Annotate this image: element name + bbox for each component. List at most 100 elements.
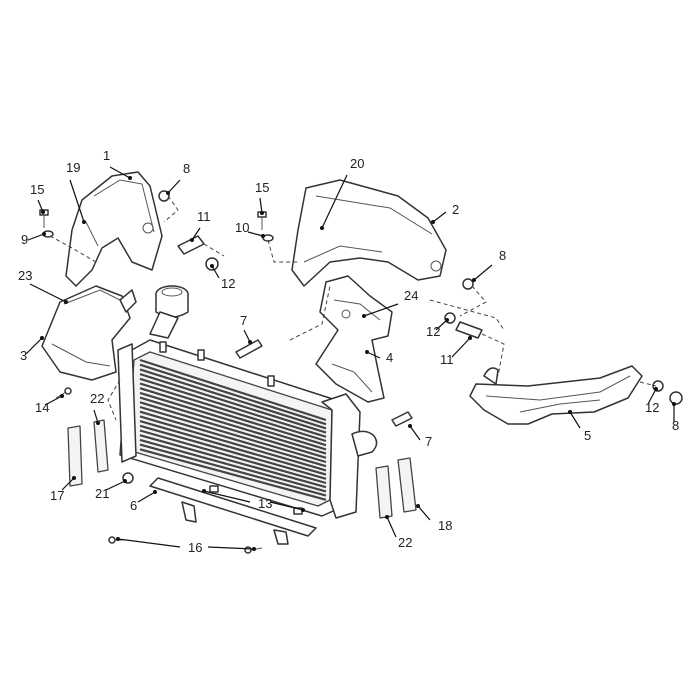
leader-line: [269, 501, 304, 511]
leader-line: [432, 211, 447, 223]
leader-line: [435, 319, 448, 331]
callout-number: 3: [20, 348, 27, 363]
callout-number: 15: [255, 180, 269, 195]
leader-dot: [40, 336, 44, 340]
radiator-fin: [139, 429, 327, 485]
radiator-fin: [139, 415, 327, 472]
leader-line: [207, 546, 255, 550]
radiator-fin: [139, 438, 327, 493]
foam-strip-17: [67, 425, 83, 487]
leader-dot: [248, 340, 252, 344]
callout-c12a: 12: [210, 264, 235, 291]
callout-c4: 4: [365, 350, 393, 365]
leader-dot: [408, 424, 412, 428]
leader-dot: [365, 350, 369, 354]
leader-line: [203, 490, 251, 503]
leader-dot: [672, 402, 676, 406]
fasteners: [39, 190, 683, 554]
lower-center-shroud: [315, 275, 393, 403]
leader-dot: [128, 176, 132, 180]
leader-dot: [472, 278, 476, 282]
leader-line: [137, 491, 156, 503]
assembly-lines: [49, 195, 657, 421]
upper-left-shroud: [65, 171, 163, 287]
callout-number: 22: [90, 391, 104, 406]
callout-number: 4: [386, 350, 393, 365]
leader-dot: [210, 264, 214, 268]
foam-strip-18: [397, 457, 417, 513]
callout-number: 12: [426, 324, 440, 339]
leader-dot: [166, 191, 170, 195]
radiator-fin: [139, 373, 327, 434]
radiator-fin: [139, 358, 327, 422]
callout-number: 16: [188, 540, 202, 555]
leader-line: [473, 264, 493, 281]
callout-number: 10: [235, 220, 249, 235]
leader-line: [647, 388, 657, 405]
radiator-fin: [139, 368, 327, 430]
callout-c6: 6: [130, 490, 157, 513]
leader-dot: [252, 547, 256, 551]
callout-c22a: 22: [90, 391, 104, 425]
leader-line: [243, 329, 251, 343]
leader-dot: [260, 211, 264, 215]
leader-dot: [445, 318, 449, 322]
callout-number: 12: [645, 400, 659, 415]
callout-number: 8: [672, 418, 679, 433]
callout-c21: 21: [95, 479, 127, 501]
callout-number: 9: [21, 232, 28, 247]
leader-dot: [654, 387, 658, 391]
leader-line: [69, 179, 85, 223]
callout-number: 23: [18, 268, 32, 283]
radiator-fin: [139, 405, 327, 464]
leader-line: [61, 477, 75, 491]
radiator-fin: [139, 387, 327, 447]
leader-line: [117, 538, 181, 548]
radiator-fin: [139, 363, 327, 426]
leader-line: [451, 337, 471, 358]
callout-number: 7: [240, 313, 247, 328]
callout-c12b: 12: [426, 318, 449, 339]
radiator-fin: [139, 401, 327, 459]
leader-line: [211, 265, 220, 279]
leader-line: [366, 351, 381, 359]
leader-line: [417, 505, 431, 521]
callout-number: 21: [95, 486, 109, 501]
callout-number: 7: [425, 434, 432, 449]
callout-c8b: 8: [472, 248, 506, 282]
leader-dot: [431, 220, 435, 224]
callout-c15b: 15: [255, 180, 269, 215]
callout-c8c: 8: [672, 402, 679, 433]
leader-dot: [190, 238, 194, 242]
callout-number: 19: [66, 160, 80, 175]
leader-dot: [568, 410, 572, 414]
foam-strip-22-right: [375, 465, 393, 519]
callout-c20: 20: [320, 156, 364, 230]
leader-dot: [42, 232, 46, 236]
leader-line: [109, 166, 131, 179]
callout-c24: 24: [362, 288, 418, 318]
callout-number: 24: [404, 288, 418, 303]
leader-line: [259, 197, 263, 214]
callout-c11a: 11: [190, 209, 211, 242]
callout-c10: 10: [235, 220, 265, 238]
callout-c8a: 8: [166, 161, 190, 195]
leader-dot: [261, 234, 265, 238]
callout-c9: 9: [21, 232, 46, 247]
callout-c17: 17: [50, 476, 76, 503]
callout-c14: 14: [35, 394, 64, 415]
leader-dot: [72, 476, 76, 480]
callout-c18: 18: [416, 504, 452, 533]
leader-line: [409, 425, 421, 441]
upper-right-shroud: [291, 179, 447, 287]
leader-line: [167, 179, 181, 194]
radiator-fin: [139, 434, 327, 489]
leader-line: [386, 516, 397, 538]
radiator-fin: [139, 377, 327, 438]
callout-number: 11: [197, 209, 211, 224]
callout-number: 2: [452, 202, 459, 217]
callout-c16: 16: [116, 537, 256, 555]
